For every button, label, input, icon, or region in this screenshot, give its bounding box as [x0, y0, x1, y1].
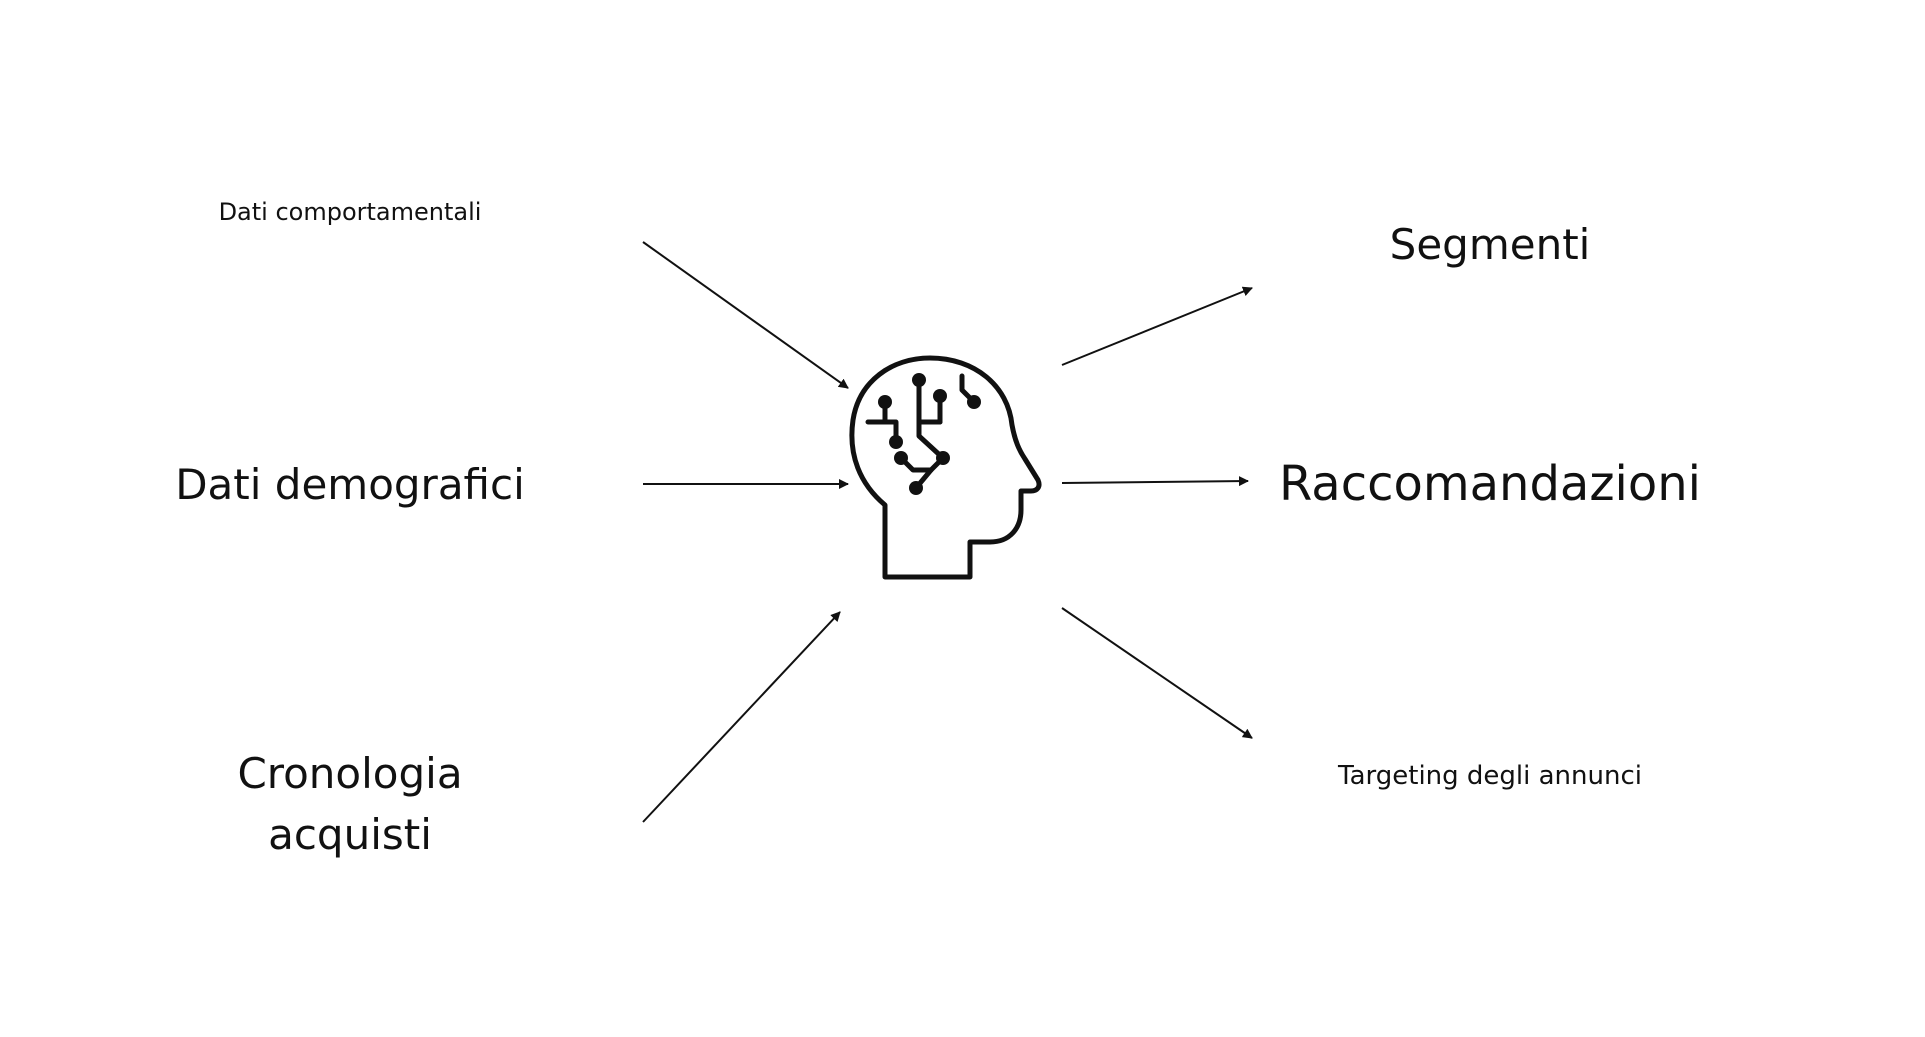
input-purchase-history-line2: acquisti	[268, 809, 432, 859]
arrow-ai-to-segments	[1061, 286, 1253, 366]
output-ad-targeting: Targeting degli annunci	[1338, 761, 1642, 791]
output-recommendations: Raccomandazioni	[1279, 456, 1701, 512]
ai-head-circuit-icon	[849, 355, 1042, 580]
circuit-nodes	[878, 373, 981, 495]
output-segments: Segmenti	[1389, 220, 1591, 269]
arrow-behavioral-to-ai	[642, 241, 849, 389]
input-demographic-data: Dati demografici	[175, 460, 525, 509]
arrow-ai-to-ad-targeting	[1061, 607, 1253, 739]
input-purchase-history-line1: Cronologia	[237, 749, 463, 798]
arrow-purchase-to-ai	[642, 611, 841, 823]
input-purchase-history: Cronologia acquisti	[150, 744, 550, 866]
arrow-ai-to-recommendations	[1061, 476, 1249, 487]
input-behavioral-data: Dati comportamentali	[218, 198, 482, 226]
